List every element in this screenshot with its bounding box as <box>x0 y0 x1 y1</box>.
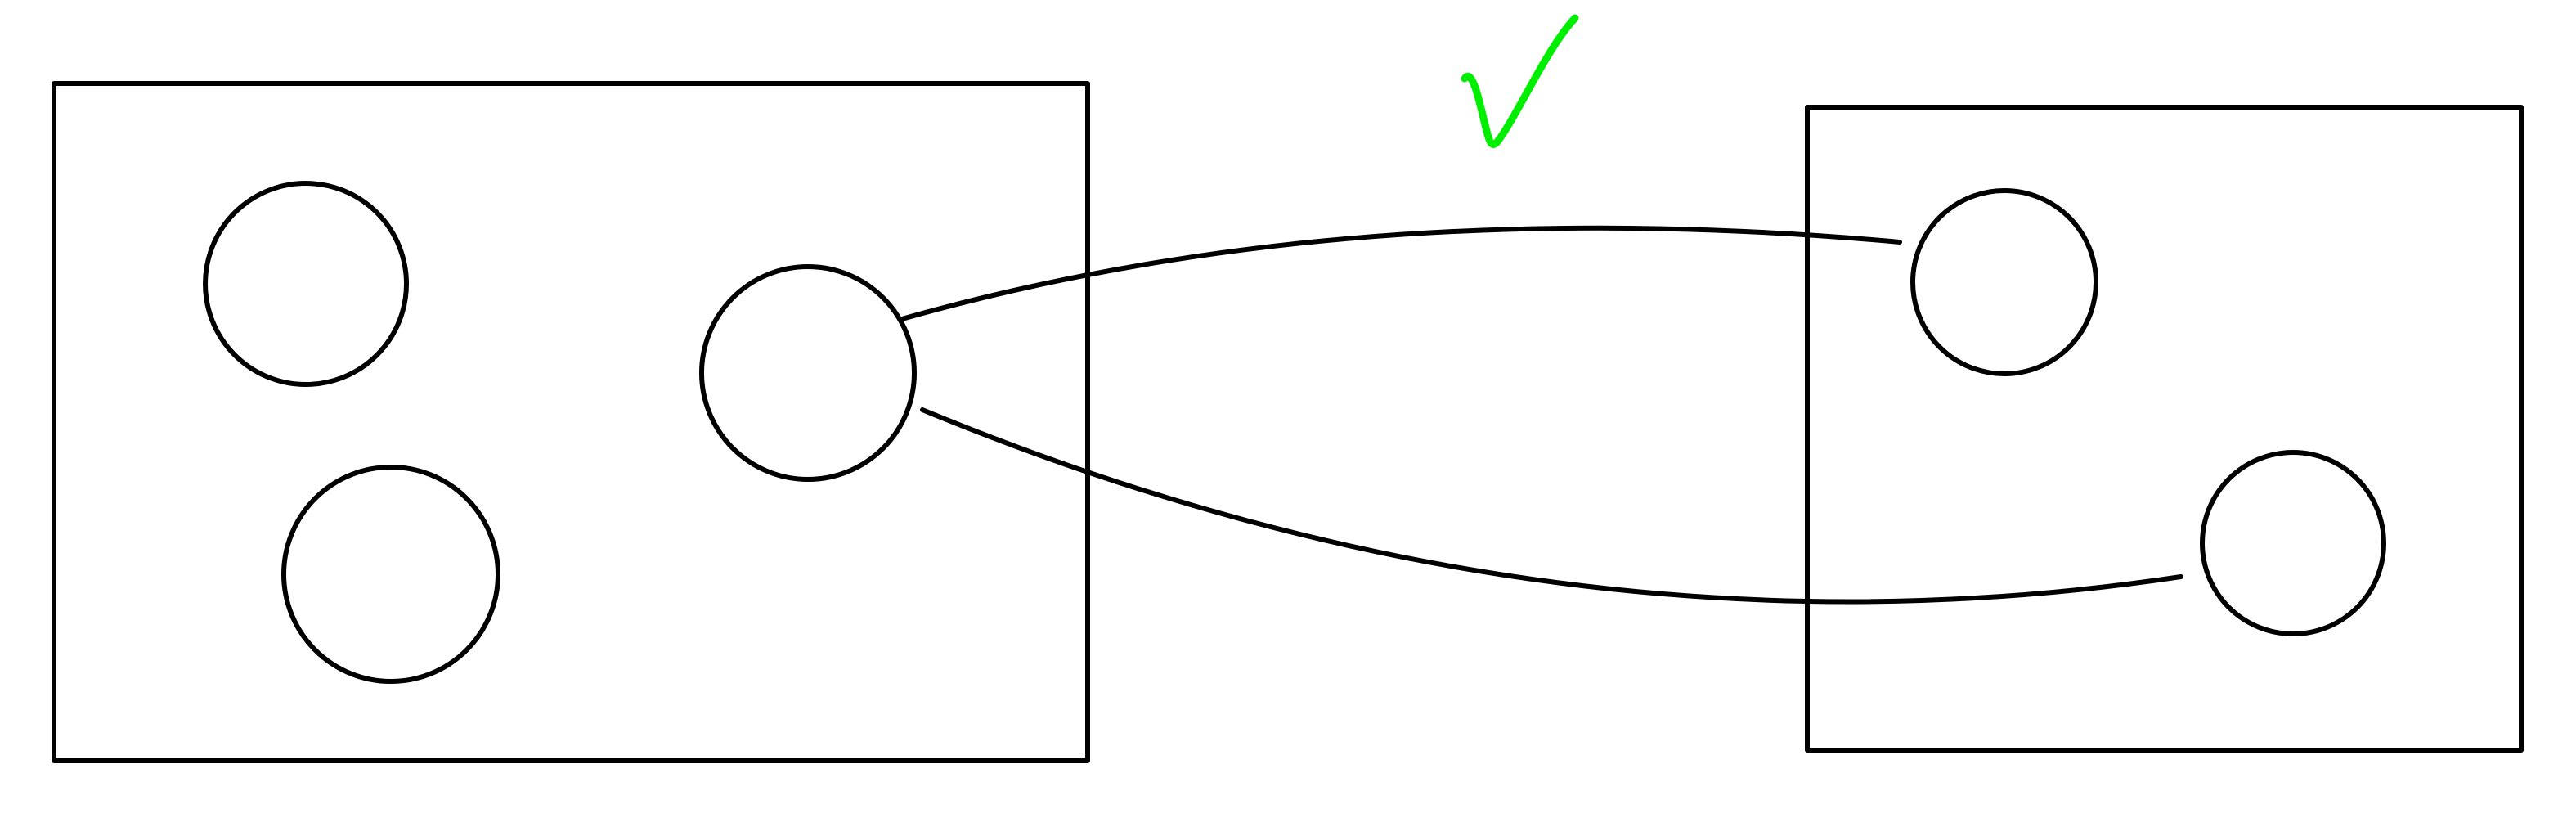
left-box-circle-top <box>203 181 409 387</box>
connector-center-to-right-top <box>900 225 1902 321</box>
connector-center-to-right-bottom <box>920 407 2183 605</box>
left-box <box>52 81 1090 763</box>
right-box-circle-top <box>1910 188 2098 376</box>
left-box-circle-center <box>699 264 917 482</box>
left-box-circle-bottom <box>281 465 500 684</box>
right-box-circle-bottom <box>2200 450 2386 636</box>
right-box <box>1805 105 2524 753</box>
checkmark-icon <box>1461 14 1579 148</box>
